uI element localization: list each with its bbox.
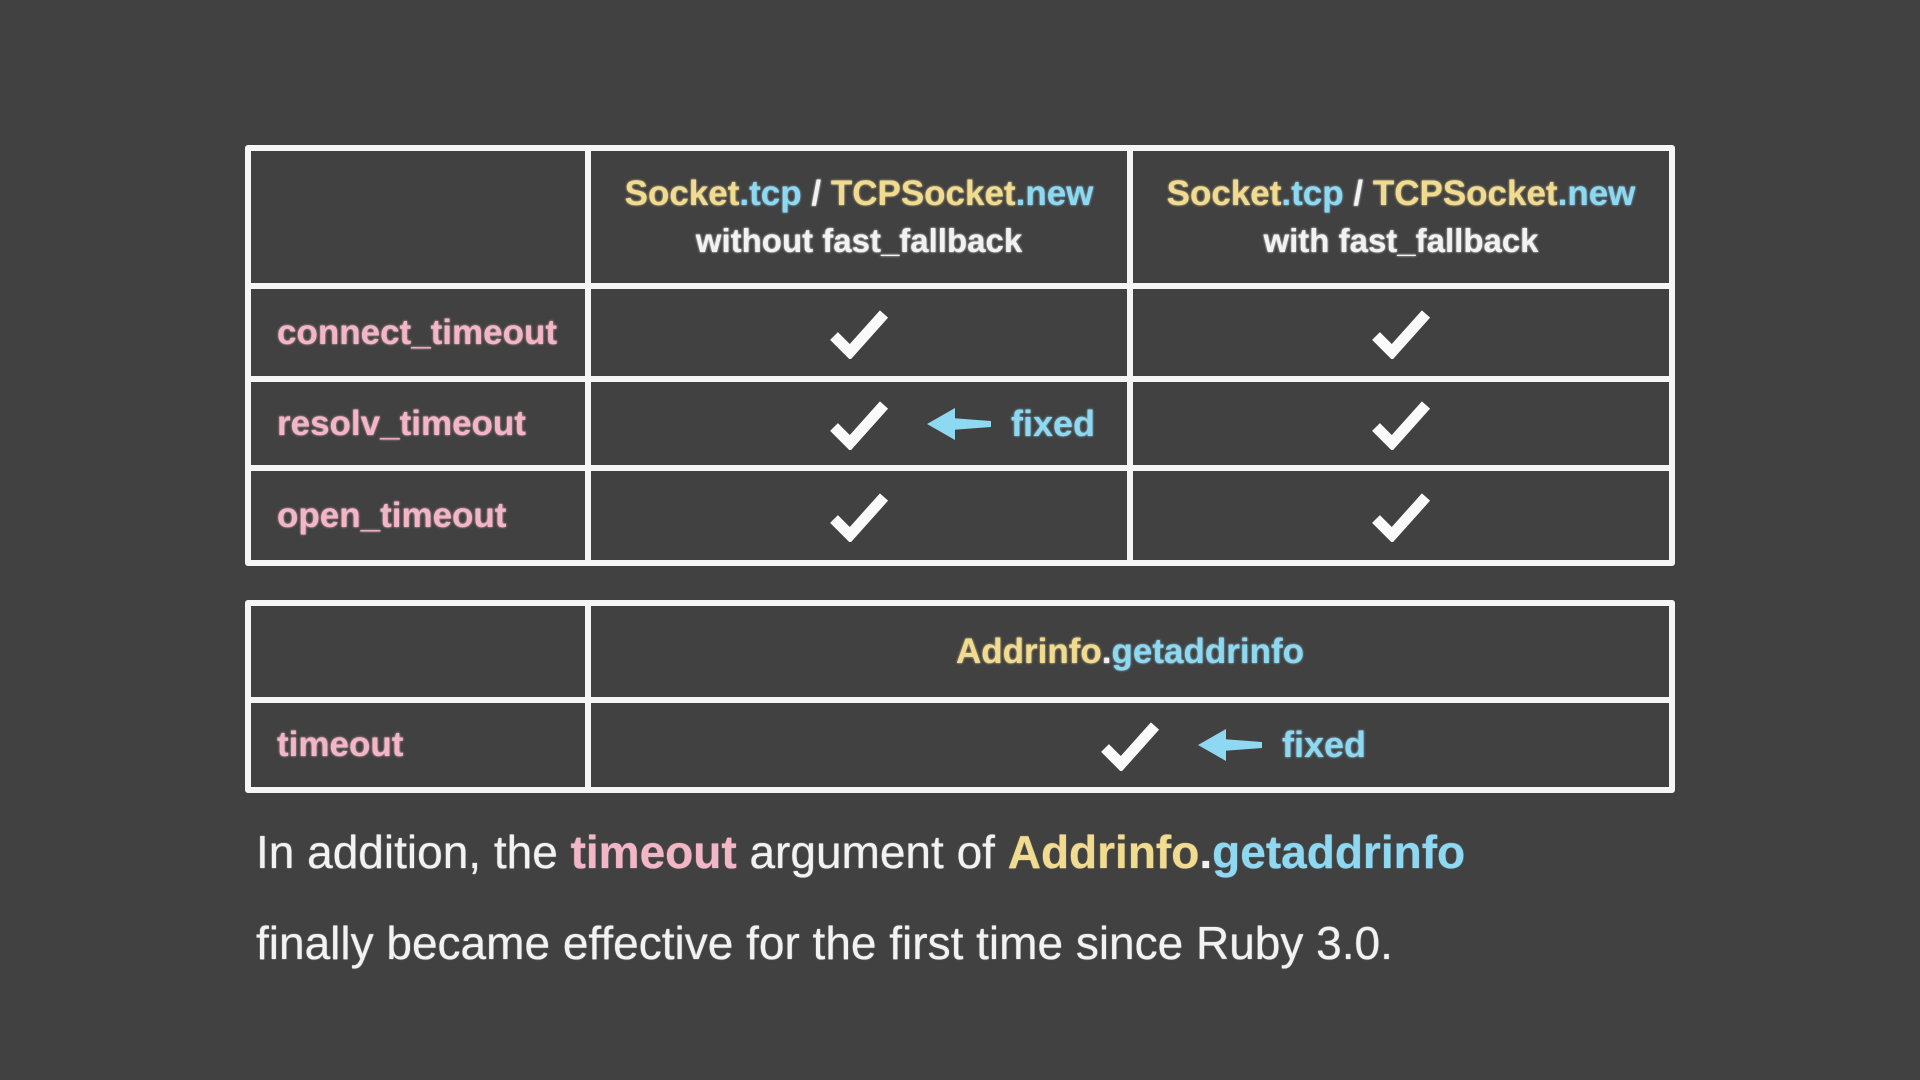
- subtitle-without: without fast_fallback: [695, 222, 1023, 259]
- dot: .: [1199, 826, 1213, 878]
- table1-corner-cell: [251, 151, 591, 289]
- row-label-connect-timeout: connect_timeout: [251, 289, 591, 382]
- check-icon: [830, 400, 889, 450]
- code-header: Socket.tcp / TCPSocket.new: [625, 174, 1094, 214]
- subtitle-with: with fast_fallback: [1263, 222, 1539, 259]
- socket-timeout-table: Socket.tcp / TCPSocket.new without fast_…: [245, 145, 1675, 566]
- cell-connect-with: [1133, 289, 1669, 382]
- row-label-resolv-timeout: resolv_timeout: [251, 382, 591, 471]
- row-label-open-timeout: open_timeout: [251, 471, 591, 560]
- class-name: Socket: [624, 174, 740, 213]
- caption-line-1: In addition, the timeout argument of Add…: [256, 807, 1756, 898]
- timeout-highlight: timeout: [570, 826, 737, 878]
- check-icon: [1372, 492, 1431, 542]
- method-name: .tcp: [1281, 174, 1344, 213]
- caption-line-2: finally became effective for the first t…: [256, 917, 1393, 969]
- method-name: .new: [1015, 174, 1094, 213]
- caption-text: argument of: [736, 826, 1008, 878]
- cell-open-with: [1133, 471, 1669, 560]
- cell-resolv-with: [1133, 382, 1669, 471]
- check-icon: [830, 492, 889, 542]
- separator: /: [1343, 174, 1373, 213]
- caption-text: In addition, the: [256, 826, 571, 878]
- table1-header-with-fast-fallback: Socket.tcp / TCPSocket.new with fast_fal…: [1133, 151, 1669, 289]
- dot: .: [1101, 631, 1112, 671]
- method-name: .tcp: [739, 174, 802, 213]
- arrow-left-icon: [1198, 729, 1262, 761]
- cell-open-without: [591, 471, 1133, 560]
- addrinfo-highlight: Addrinfo: [1007, 826, 1200, 878]
- fixed-annotation: fixed: [921, 403, 1095, 445]
- fixed-annotation: fixed: [1192, 724, 1366, 766]
- fixed-label: fixed: [1011, 402, 1096, 444]
- row-label-timeout: timeout: [251, 703, 591, 787]
- cell-timeout-getaddrinfo: fixed: [591, 703, 1669, 787]
- caption: In addition, the timeout argument of Add…: [256, 807, 1756, 989]
- class-name: TCPSocket: [830, 174, 1016, 213]
- check-icon: [830, 309, 889, 359]
- fixed-label: fixed: [1282, 724, 1367, 765]
- addrinfo-timeout-table: Addrinfo.getaddrinfo timeout fixed: [245, 600, 1675, 793]
- check-icon: [1101, 722, 1160, 771]
- code-header: Socket.tcp / TCPSocket.new: [1167, 174, 1636, 214]
- table1-header-without-fast-fallback: Socket.tcp / TCPSocket.new without fast_…: [591, 151, 1133, 289]
- class-name: Socket: [1166, 174, 1282, 213]
- check-icon: [1372, 400, 1431, 450]
- separator: /: [801, 174, 831, 213]
- cell-connect-without: [591, 289, 1133, 382]
- cell-resolv-without: fixed: [591, 382, 1133, 471]
- code-header: Addrinfo.getaddrinfo: [956, 632, 1304, 672]
- getaddrinfo-highlight: getaddrinfo: [1212, 826, 1466, 878]
- arrow-left-icon: [927, 407, 991, 440]
- method-name: .new: [1557, 174, 1636, 213]
- table2-header-getaddrinfo: Addrinfo.getaddrinfo: [591, 606, 1669, 703]
- class-name: TCPSocket: [1372, 174, 1558, 213]
- method-name: getaddrinfo: [1111, 631, 1304, 671]
- class-name: Addrinfo: [955, 631, 1102, 671]
- table2-corner-cell: [251, 606, 591, 703]
- check-icon: [1372, 309, 1431, 359]
